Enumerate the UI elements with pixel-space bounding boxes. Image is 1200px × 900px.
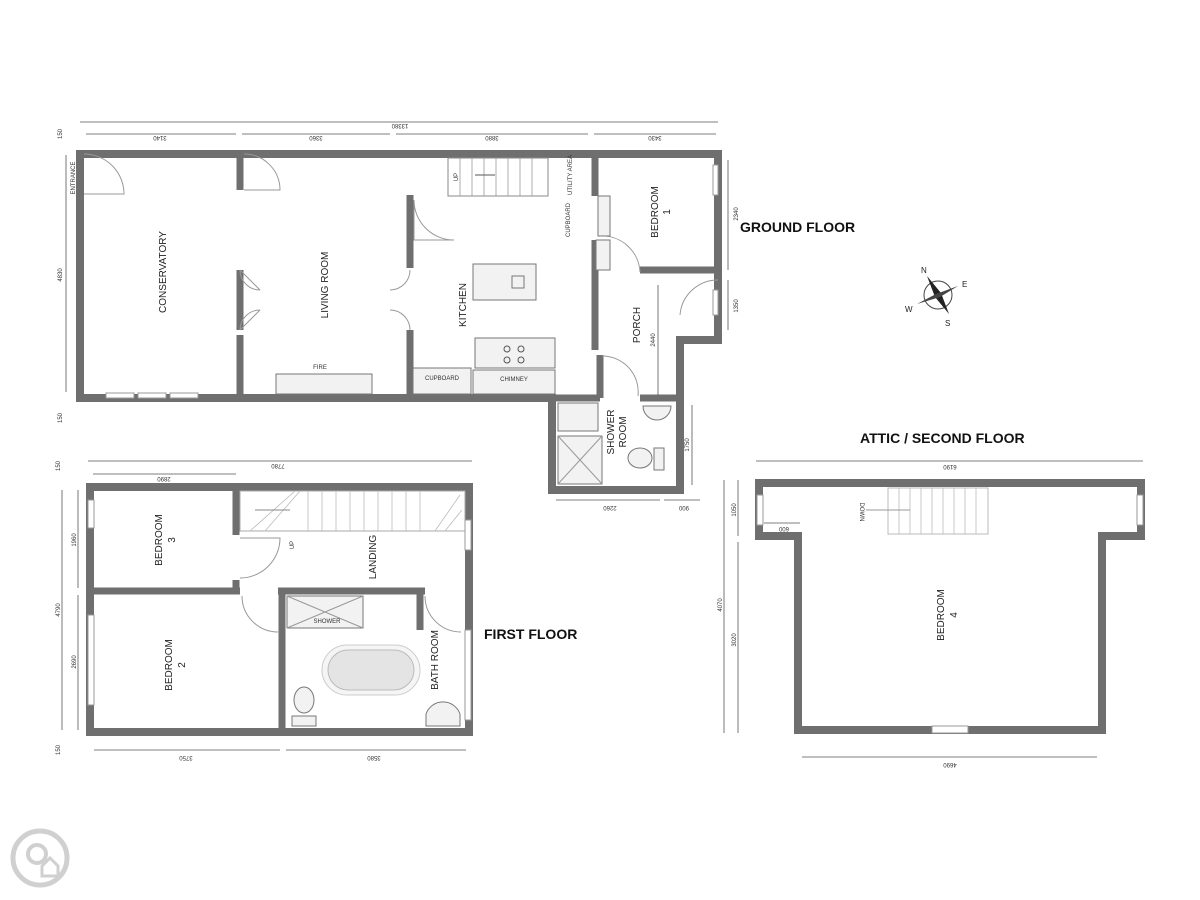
dim-label: 900 — [678, 504, 689, 510]
floor-title-attic: ATTIC / SECOND FLOOR — [860, 430, 1025, 446]
door[interactable] — [239, 537, 281, 579]
room-label-shower-room: SHOWER — [606, 410, 617, 455]
room-number: 1 — [662, 209, 673, 215]
sink — [642, 405, 672, 421]
dim-label: 4690 — [943, 761, 957, 767]
label-up: UP — [454, 173, 460, 181]
dim-label: 1750 — [685, 438, 691, 452]
dimension-lines — [61, 460, 472, 751]
dim-label: 6190 — [943, 463, 957, 469]
dim-label: 2260 — [603, 504, 617, 510]
hob — [474, 337, 556, 369]
ground-outer-wall — [76, 150, 722, 494]
staircase — [447, 157, 549, 197]
dim-label: 3360 — [309, 134, 323, 140]
room-number: 2 — [177, 662, 188, 668]
label-cupboard: CUPBOARD — [425, 376, 460, 382]
dim-label: 4070 — [718, 598, 724, 612]
staircase — [866, 487, 989, 535]
first-floor: BEDROOM 3 BEDROOM 2 LANDING BATH ROOM SH… — [56, 460, 577, 760]
sink — [425, 701, 461, 727]
compass-n: N — [921, 266, 927, 275]
room-number: 4 — [949, 612, 960, 618]
dim-label: 150 — [58, 128, 64, 139]
dim-label: 3140 — [153, 134, 167, 140]
door[interactable] — [241, 595, 279, 633]
logo-icon — [10, 828, 70, 888]
label-chimney: CHIMNEY — [500, 377, 528, 383]
dim-label: 150 — [58, 412, 64, 423]
compass-e: E — [962, 280, 967, 289]
label-entrance: ENTRANCE — [71, 161, 77, 194]
dim-label: 4830 — [58, 268, 64, 282]
door[interactable] — [424, 595, 462, 633]
label-down: DOWN — [858, 503, 864, 522]
label-cupboard: CUPBOARD — [566, 202, 572, 237]
room-label-bedroom-3: BEDROOM — [154, 514, 165, 566]
dim-label: 2690 — [72, 655, 78, 669]
dim-label: 4790 — [56, 603, 62, 617]
room-label-porch: PORCH — [632, 307, 643, 343]
dim-label: 7780 — [271, 462, 285, 468]
floor-title-ground: GROUND FLOOR — [740, 219, 855, 235]
dim-label: 2440 — [651, 333, 657, 347]
door[interactable] — [413, 199, 455, 241]
room-label-landing: LANDING — [368, 535, 379, 580]
dimension-lines — [723, 460, 1143, 758]
dim-label: 1960 — [72, 533, 78, 547]
dimension-lines — [65, 121, 729, 501]
compass-w: W — [905, 305, 913, 314]
room-label-bedroom-2: BEDROOM — [164, 639, 175, 691]
toilet — [627, 447, 653, 469]
room-label-bedroom-1: BEDROOM — [650, 186, 661, 238]
basin — [557, 402, 599, 432]
door[interactable] — [679, 279, 719, 316]
room-label-utility: UTILITY AREA — [568, 155, 574, 195]
toilet — [293, 686, 315, 714]
compass-icon: N E S W — [905, 266, 967, 328]
dim-label: 150 — [56, 460, 62, 471]
entrance-door[interactable] — [83, 153, 125, 195]
compass-s: S — [945, 319, 950, 328]
double-door[interactable] — [239, 269, 261, 331]
double-door[interactable] — [389, 269, 411, 331]
dim-label: 2340 — [734, 207, 740, 221]
dim-label: 150 — [56, 744, 62, 755]
dim-label: 3430 — [648, 134, 662, 140]
dim-label: 3020 — [732, 633, 738, 647]
room-label-conservatory: CONSERVATORY — [158, 231, 169, 313]
room-number: 3 — [167, 537, 178, 543]
attic-floor: BEDROOM 4 DOWN 6190 600 1050 4070 3020 4… — [718, 430, 1145, 767]
kitchen-island — [472, 263, 537, 301]
dim-label: 13380 — [391, 122, 408, 128]
fireplace — [275, 373, 373, 395]
dim-label: 1050 — [732, 503, 738, 517]
dim-label: 3880 — [485, 134, 499, 140]
label-up: UP — [290, 541, 296, 549]
door[interactable] — [601, 355, 639, 397]
ground-floor: CONSERVATORY LIVING ROOM KITCHEN UTILITY… — [58, 121, 855, 510]
dim-label: 3750 — [179, 754, 193, 760]
dim-label: 2890 — [157, 475, 171, 481]
dim-label: 3580 — [367, 754, 381, 760]
room-label-living-room: LIVING ROOM — [320, 252, 331, 319]
room-label-shower-room-2: ROOM — [618, 416, 629, 447]
room-label-bedroom-4: BEDROOM — [936, 589, 947, 641]
label-fire: FIRE — [313, 365, 327, 371]
dim-label: 1350 — [734, 299, 740, 313]
dim-label: 600 — [778, 525, 789, 531]
room-label-bathroom: BATH ROOM — [430, 630, 441, 690]
door[interactable] — [243, 153, 281, 191]
floor-title-first: FIRST FLOOR — [484, 626, 577, 642]
staircase — [239, 490, 466, 532]
label-shower: SHOWER — [314, 619, 342, 625]
room-label-kitchen: KITCHEN — [458, 283, 469, 327]
